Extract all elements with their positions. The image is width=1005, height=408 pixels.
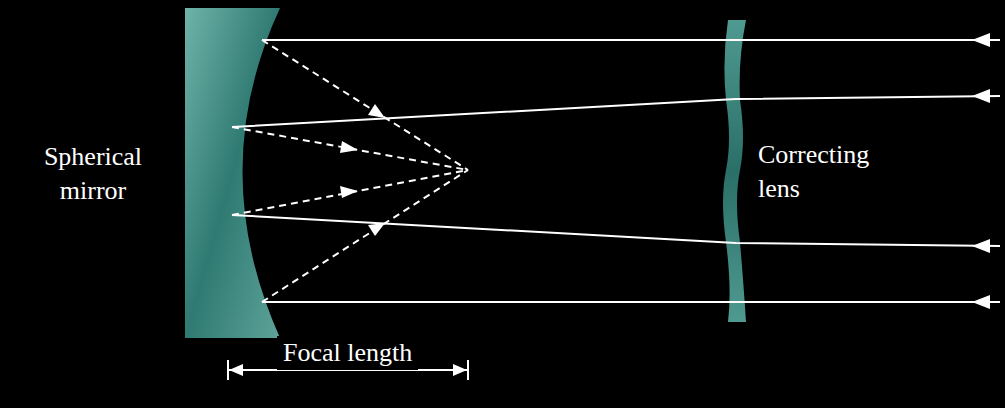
lens-label: Correcting lens	[758, 138, 908, 206]
dimension-label: Focal length	[277, 336, 418, 370]
correcting-lens	[723, 20, 746, 322]
spherical-mirror	[185, 8, 280, 338]
reflected-rays	[232, 40, 468, 302]
mirror-label: Spherical mirror	[8, 140, 178, 208]
reflected-arrowheads	[340, 104, 385, 236]
ray-arrowheads	[972, 33, 990, 309]
incoming-rays	[232, 40, 1000, 302]
